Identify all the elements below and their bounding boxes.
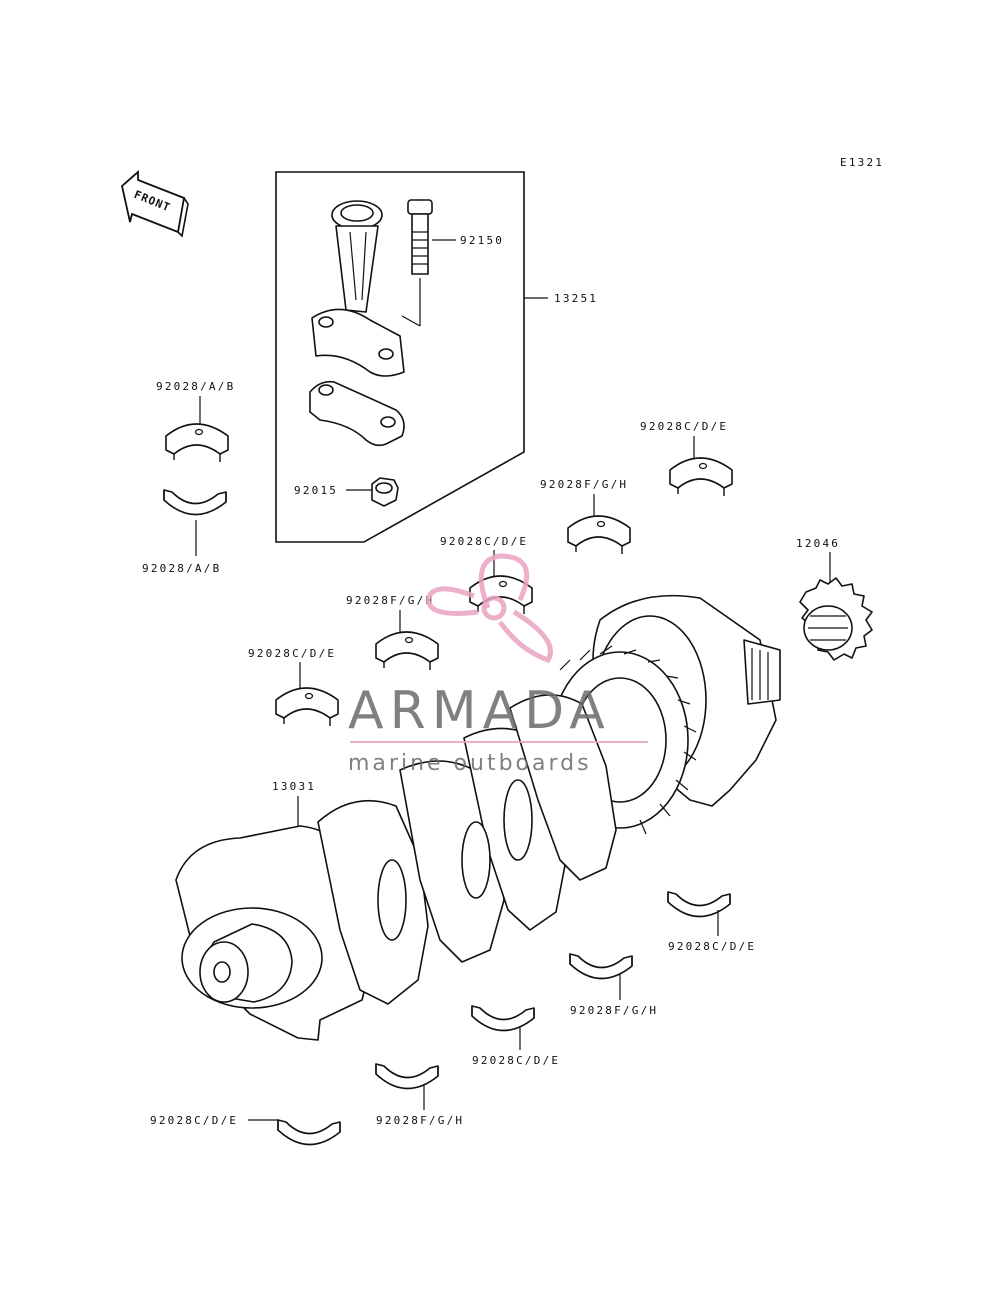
label-bearing-cde-3: 92028C/D/E xyxy=(248,647,336,660)
main-bearing-cde-6: 92028C/D/E xyxy=(150,1114,341,1146)
main-bearing-fgh-1: 92028F/G/H xyxy=(540,478,631,555)
conrod-bolt: 92150 xyxy=(401,199,504,327)
crankshaft: 13031 xyxy=(175,594,781,1041)
propeller-icon xyxy=(425,553,553,664)
armada-watermark: ARMADA marine outboards xyxy=(348,553,648,776)
main-bearing-fgh-3: 92028F/G/H xyxy=(569,953,658,1017)
crank-gear: 12046 xyxy=(796,537,873,661)
label-bolt: 92150 xyxy=(460,234,504,247)
diagram-code: E1321 xyxy=(840,156,884,169)
label-bearing-fgh-1: 92028F/G/H xyxy=(540,478,628,491)
connecting-rod xyxy=(311,200,405,377)
label-gear: 12046 xyxy=(796,537,840,550)
label-bearing-fgh-2: 92028F/G/H xyxy=(346,594,434,607)
main-bearing-cde-4: 92028C/D/E xyxy=(667,891,756,953)
main-bearing-fgh-2: 92028F/G/H xyxy=(346,594,439,671)
label-bearing-fgh-4: 92028F/G/H xyxy=(376,1114,464,1127)
watermark-brand: ARMADA xyxy=(348,681,611,741)
conrod-bearing-lower: 92028/A/B xyxy=(142,489,227,575)
label-crankshaft: 13031 xyxy=(272,780,316,793)
label-bearing-cde-2: 92028C/D/E xyxy=(440,535,528,548)
conrod-nut: 92015 xyxy=(294,477,399,507)
label-bearing-cde-5: 92028C/D/E xyxy=(472,1054,560,1067)
main-bearing-cde-1: 92028C/D/E xyxy=(640,420,733,497)
front-arrow-icon: FRONT xyxy=(121,170,189,238)
label-conrod-bearing-lower: 92028/A/B xyxy=(142,562,221,575)
main-bearing-cde-5: 92028C/D/E xyxy=(471,1005,560,1067)
label-nut: 92015 xyxy=(294,484,338,497)
main-bearing-cde-3: 92028C/D/E xyxy=(248,647,339,727)
label-bearing-cde-4: 92028C/D/E xyxy=(668,940,756,953)
conrod-assembly-box: 13251 xyxy=(275,171,598,543)
label-bearing-cde-6: 92028C/D/E xyxy=(150,1114,238,1127)
watermark-tagline: marine outboards xyxy=(348,751,592,776)
label-bearing-cde-1: 92028C/D/E xyxy=(640,420,728,433)
connecting-rod-cap xyxy=(309,380,405,447)
conrod-bearing-upper: 92028/A/B xyxy=(156,380,235,463)
label-conrod-assy: 13251 xyxy=(554,292,598,305)
label-conrod-bearing-upper: 92028/A/B xyxy=(156,380,235,393)
main-bearing-fgh-4: 92028F/G/H xyxy=(375,1063,464,1127)
label-bearing-fgh-3: 92028F/G/H xyxy=(570,1004,658,1017)
